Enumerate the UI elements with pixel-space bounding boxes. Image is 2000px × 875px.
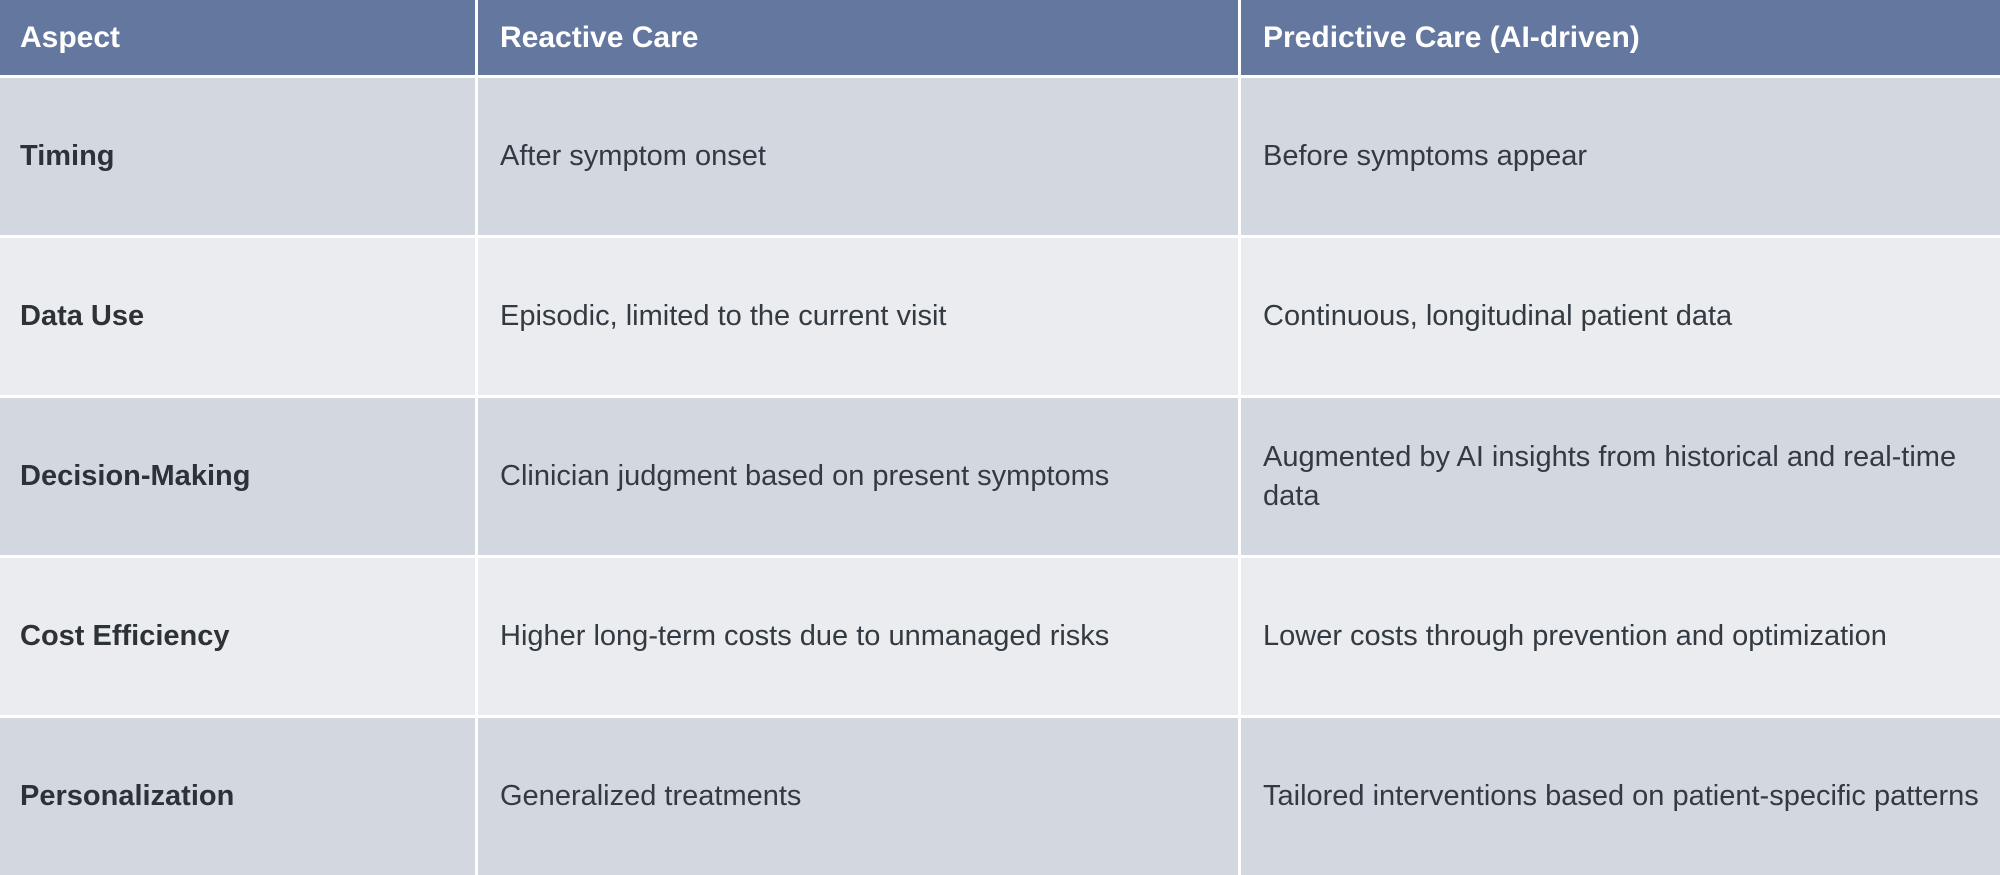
row-reactive-cell: Generalized treatments (475, 718, 1238, 875)
row-reactive-text: Generalized treatments (500, 780, 802, 813)
row-aspect-label: Cost Efficiency (20, 620, 230, 653)
row-predictive-text: Lower costs through prevention and optim… (1263, 620, 1887, 653)
row-predictive-cell: Augmented by AI insights from historical… (1238, 398, 2000, 555)
table-row: Decision-Making Clinician judgment based… (0, 395, 2000, 555)
row-aspect-cell: Personalization (0, 718, 475, 875)
table-row: Timing After symptom onset Before sympto… (0, 75, 2000, 235)
row-aspect-cell: Cost Efficiency (0, 558, 475, 715)
row-reactive-cell: Episodic, limited to the current visit (475, 238, 1238, 395)
row-reactive-text: After symptom onset (500, 140, 766, 173)
column-header-aspect-label: Aspect (20, 20, 121, 54)
row-reactive-cell: Clinician judgment based on present symp… (475, 398, 1238, 555)
row-reactive-text: Clinician judgment based on present symp… (500, 460, 1110, 493)
table-row: Data Use Episodic, limited to the curren… (0, 235, 2000, 395)
row-predictive-text: Continuous, longitudinal patient data (1263, 300, 1733, 333)
row-aspect-cell: Timing (0, 78, 475, 235)
row-predictive-cell: Lower costs through prevention and optim… (1238, 558, 2000, 715)
row-predictive-cell: Continuous, longitudinal patient data (1238, 238, 2000, 395)
table-row: Personalization Generalized treatments T… (0, 715, 2000, 875)
column-header-reactive-care: Reactive Care (475, 0, 1238, 75)
column-header-predictive-care: Predictive Care (AI-driven) (1238, 0, 2000, 75)
row-predictive-text: Augmented by AI insights from historical… (1263, 441, 1957, 512)
row-aspect-label: Decision-Making (20, 460, 251, 493)
row-reactive-cell: Higher long-term costs due to unmanaged … (475, 558, 1238, 715)
table-header-row: Aspect Reactive Care Predictive Care (AI… (0, 0, 2000, 75)
row-aspect-label: Personalization (20, 780, 235, 813)
row-predictive-cell: Before symptoms appear (1238, 78, 2000, 235)
row-reactive-cell: After symptom onset (475, 78, 1238, 235)
column-header-predictive-care-label: Predictive Care (AI-driven) (1263, 20, 1640, 54)
row-aspect-cell: Data Use (0, 238, 475, 395)
column-header-reactive-care-label: Reactive Care (500, 20, 699, 54)
row-reactive-text: Episodic, limited to the current visit (500, 300, 947, 333)
row-predictive-text: Before symptoms appear (1263, 140, 1587, 173)
row-predictive-cell: Tailored interventions based on patient-… (1238, 718, 2000, 875)
row-predictive-text: Tailored interventions based on patient-… (1263, 780, 1979, 813)
row-reactive-text: Higher long-term costs due to unmanaged … (500, 620, 1110, 653)
column-header-aspect: Aspect (0, 0, 475, 75)
row-aspect-label: Timing (20, 140, 115, 173)
row-aspect-cell: Decision-Making (0, 398, 475, 555)
table-row: Cost Efficiency Higher long-term costs d… (0, 555, 2000, 715)
row-aspect-label: Data Use (20, 300, 145, 333)
